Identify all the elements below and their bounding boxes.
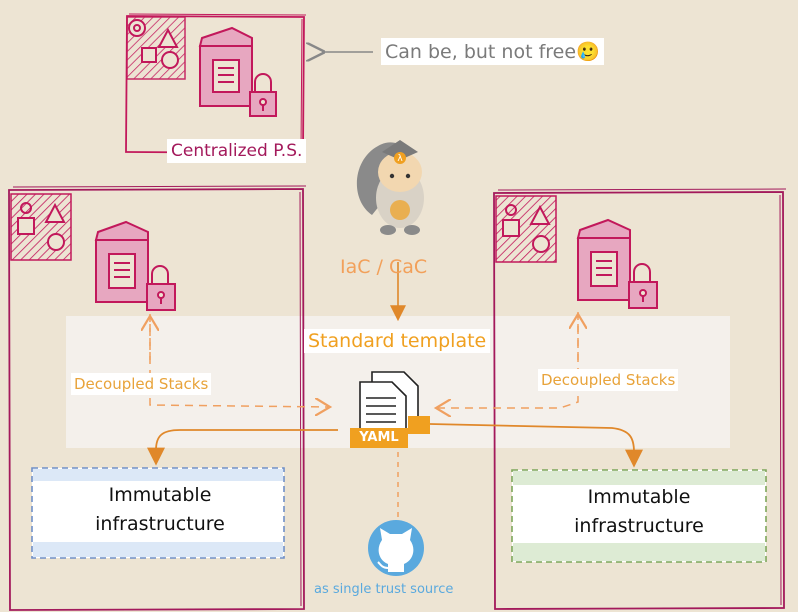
github-octocat-icon <box>368 520 424 576</box>
document-icon <box>359 371 430 441</box>
yaml-badge: YAML <box>350 428 408 448</box>
deploy-arrow-left <box>147 429 338 466</box>
cost-note-text: Can be, but not free <box>385 41 577 63</box>
immutable-box-right <box>511 469 767 563</box>
immutable-box-left <box>31 467 285 559</box>
cost-note: Can be, but not free🥲 <box>381 38 604 65</box>
deploy-arrow-right <box>429 423 643 468</box>
squirrel-mascot-icon <box>356 140 424 235</box>
shapes-icon <box>141 27 179 69</box>
iac-label: IaC / CaC <box>340 256 428 278</box>
building-icon <box>94 220 149 303</box>
smile-tear-icon: 🥲 <box>576 41 600 63</box>
building-icon <box>576 218 631 301</box>
decoupled-stacks-label-left: Decoupled Stacks <box>71 373 212 395</box>
shapes-icon <box>17 202 66 251</box>
mascot-badge: λ <box>397 154 403 164</box>
lock-icon <box>146 265 176 311</box>
standard-template-label: Standard template <box>304 329 491 353</box>
shapes-icon <box>502 204 551 253</box>
gear-icon <box>128 19 146 37</box>
decoupled-stacks-label-right: Decoupled Stacks <box>538 369 679 391</box>
building-icon <box>198 26 253 107</box>
centralized-ps-label: Centralized P.S. <box>167 139 307 163</box>
lock-icon <box>628 263 658 309</box>
trust-source-label: as single trust source <box>314 582 454 597</box>
lock-icon <box>249 73 277 117</box>
